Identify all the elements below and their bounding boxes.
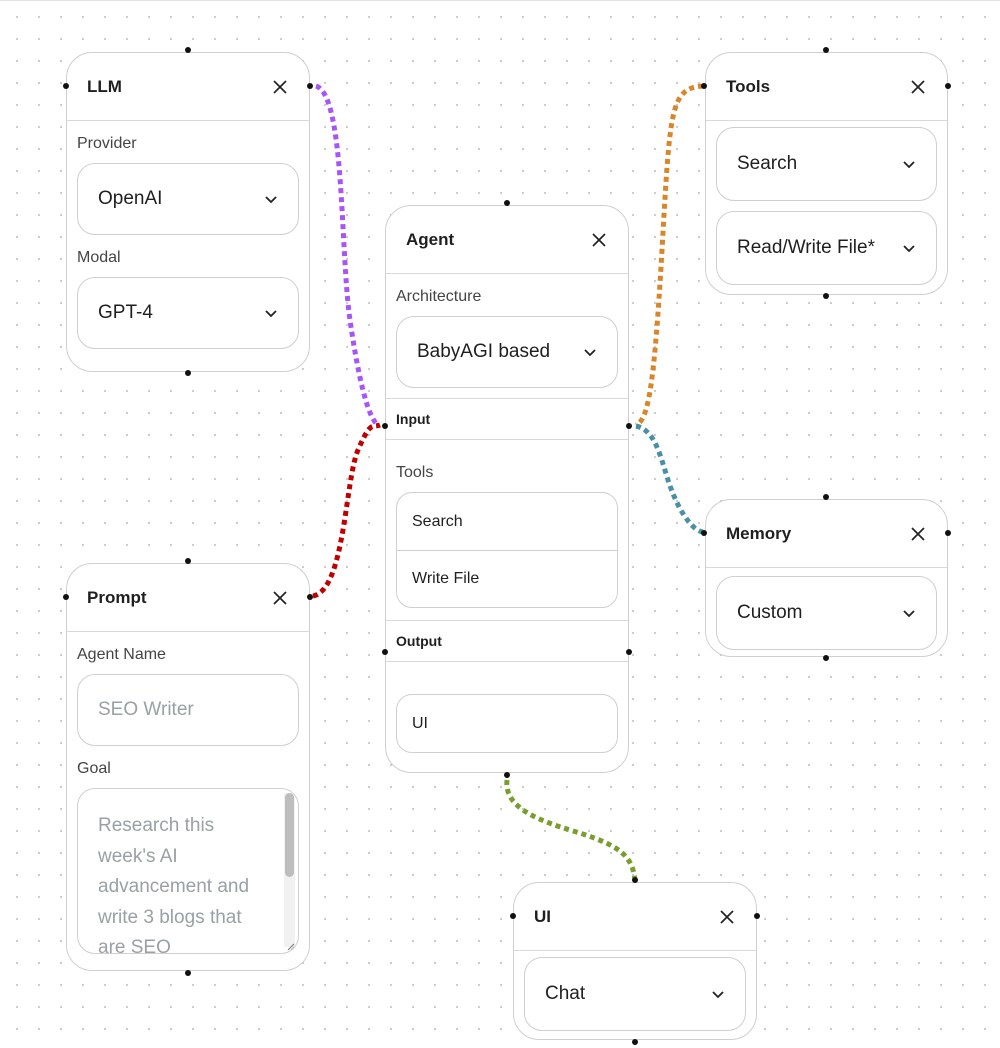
provider-select[interactable]: OpenAI xyxy=(77,163,299,235)
llm-port-bottom[interactable] xyxy=(185,370,191,376)
provider-label: Provider xyxy=(77,135,137,152)
tools-node-title: Tools xyxy=(726,76,771,96)
input-label: Input xyxy=(396,411,431,427)
memory-value: Custom xyxy=(737,602,803,623)
chevron-down-icon xyxy=(583,345,597,359)
resize-grip-icon[interactable] xyxy=(285,941,295,951)
output-value: UI xyxy=(412,714,428,732)
ui-node[interactable]: UI Chat xyxy=(513,882,757,1040)
close-icon[interactable] xyxy=(909,525,927,543)
agent-name-label: Agent Name xyxy=(77,646,166,663)
agent-tools-list: Search Write File xyxy=(396,492,618,608)
tools-port-left[interactable] xyxy=(701,83,707,89)
ui-node-header[interactable]: UI xyxy=(514,883,756,951)
agent-port-top[interactable] xyxy=(504,200,510,206)
chevron-down-icon xyxy=(711,987,725,1001)
close-icon[interactable] xyxy=(590,231,608,249)
provider-value: OpenAI xyxy=(98,188,163,209)
tool-select-search[interactable]: Search xyxy=(716,127,937,201)
goal-scrollbar-thumb[interactable] xyxy=(285,793,294,877)
chevron-down-icon xyxy=(902,157,916,171)
agent-name-placeholder: SEO Writer xyxy=(98,699,194,720)
tools-port-right[interactable] xyxy=(945,83,951,89)
agent-output-port-right[interactable] xyxy=(626,649,632,655)
memory-port-right[interactable] xyxy=(945,530,951,536)
goal-placeholder: Research this week's AI advancement and … xyxy=(98,815,250,954)
memory-port-bottom[interactable] xyxy=(823,655,829,661)
tool-value: Read/Write File* xyxy=(737,237,875,258)
agent-tool-item[interactable]: Search xyxy=(412,512,463,530)
close-icon[interactable] xyxy=(271,589,289,607)
ui-port-left[interactable] xyxy=(510,913,516,919)
architecture-value: BabyAGI based xyxy=(417,341,551,362)
close-icon[interactable] xyxy=(909,78,927,96)
agent-node[interactable]: Agent Architecture BabyAGI based Input T… xyxy=(385,205,629,773)
edge-agent-ui[interactable] xyxy=(504,779,638,881)
ui-select[interactable]: Chat xyxy=(524,957,746,1031)
agent-node-header[interactable]: Agent xyxy=(386,206,628,274)
llm-port-left[interactable] xyxy=(63,83,69,89)
model-value: GPT-4 xyxy=(98,302,153,323)
memory-node-header[interactable]: Memory xyxy=(706,500,947,568)
agent-output-box[interactable]: UI xyxy=(396,694,618,753)
agent-input-port-right[interactable] xyxy=(626,423,632,429)
tool-value: Search xyxy=(737,153,798,174)
input-section: Input xyxy=(386,398,628,440)
edge-memory-agent[interactable] xyxy=(635,423,704,535)
edge-prompt-agent[interactable] xyxy=(312,422,381,599)
prompt-port-left[interactable] xyxy=(63,594,69,600)
chevron-down-icon xyxy=(264,192,278,206)
ui-value: Chat xyxy=(545,983,586,1004)
prompt-node[interactable]: Prompt Agent Name SEO Writer Goal Resear… xyxy=(66,563,310,971)
prompt-port-bottom[interactable] xyxy=(185,970,191,976)
memory-port-left[interactable] xyxy=(701,530,707,536)
tools-label: Tools xyxy=(396,464,434,481)
ui-port-right[interactable] xyxy=(754,913,760,919)
llm-node-header[interactable]: LLM xyxy=(67,53,309,121)
prompt-port-right[interactable] xyxy=(307,594,313,600)
top-border xyxy=(0,0,1000,1)
prompt-port-top[interactable] xyxy=(185,558,191,564)
close-icon[interactable] xyxy=(718,908,736,926)
tools-port-top[interactable] xyxy=(823,47,829,53)
llm-node[interactable]: LLM Provider OpenAI Modal GPT-4 xyxy=(66,52,310,372)
agent-name-input[interactable]: SEO Writer xyxy=(77,674,299,746)
agent-port-bottom[interactable] xyxy=(504,772,510,778)
tools-port-bottom[interactable] xyxy=(823,293,829,299)
llm-port-right[interactable] xyxy=(307,83,313,89)
tools-node-header[interactable]: Tools xyxy=(706,53,947,121)
chevron-down-icon xyxy=(264,306,278,320)
memory-select[interactable]: Custom xyxy=(716,576,937,650)
goal-label: Goal xyxy=(77,760,111,777)
memory-node[interactable]: Memory Custom xyxy=(705,499,948,657)
edge-llm-agent[interactable] xyxy=(314,83,380,428)
tools-node[interactable]: Tools Search Read/Write File* xyxy=(705,52,948,295)
model-label: Modal xyxy=(77,249,121,266)
architecture-label: Architecture xyxy=(396,288,482,305)
edge-tools-agent[interactable] xyxy=(634,83,704,428)
chevron-down-icon xyxy=(902,241,916,255)
agent-node-title: Agent xyxy=(406,229,455,249)
llm-port-top[interactable] xyxy=(185,47,191,53)
output-label: Output xyxy=(396,633,442,649)
agent-tool-item[interactable]: Write File xyxy=(397,550,617,607)
memory-port-top[interactable] xyxy=(823,494,829,500)
tool-select-file[interactable]: Read/Write File* xyxy=(716,211,937,285)
output-section: Output xyxy=(386,620,628,662)
agent-input-port-left[interactable] xyxy=(382,423,388,429)
architecture-select[interactable]: BabyAGI based xyxy=(396,316,618,388)
goal-textarea[interactable]: Research this week's AI advancement and … xyxy=(77,788,299,954)
model-select[interactable]: GPT-4 xyxy=(77,277,299,349)
chevron-down-icon xyxy=(902,606,916,620)
prompt-node-title: Prompt xyxy=(87,587,147,607)
prompt-node-header[interactable]: Prompt xyxy=(67,564,309,632)
close-icon[interactable] xyxy=(271,78,289,96)
memory-node-title: Memory xyxy=(726,523,792,543)
llm-node-title: LLM xyxy=(87,76,122,96)
ui-node-title: UI xyxy=(534,906,551,926)
ui-port-bottom[interactable] xyxy=(632,1039,638,1045)
ui-port-top[interactable] xyxy=(632,877,638,883)
agent-output-port-left[interactable] xyxy=(382,649,388,655)
